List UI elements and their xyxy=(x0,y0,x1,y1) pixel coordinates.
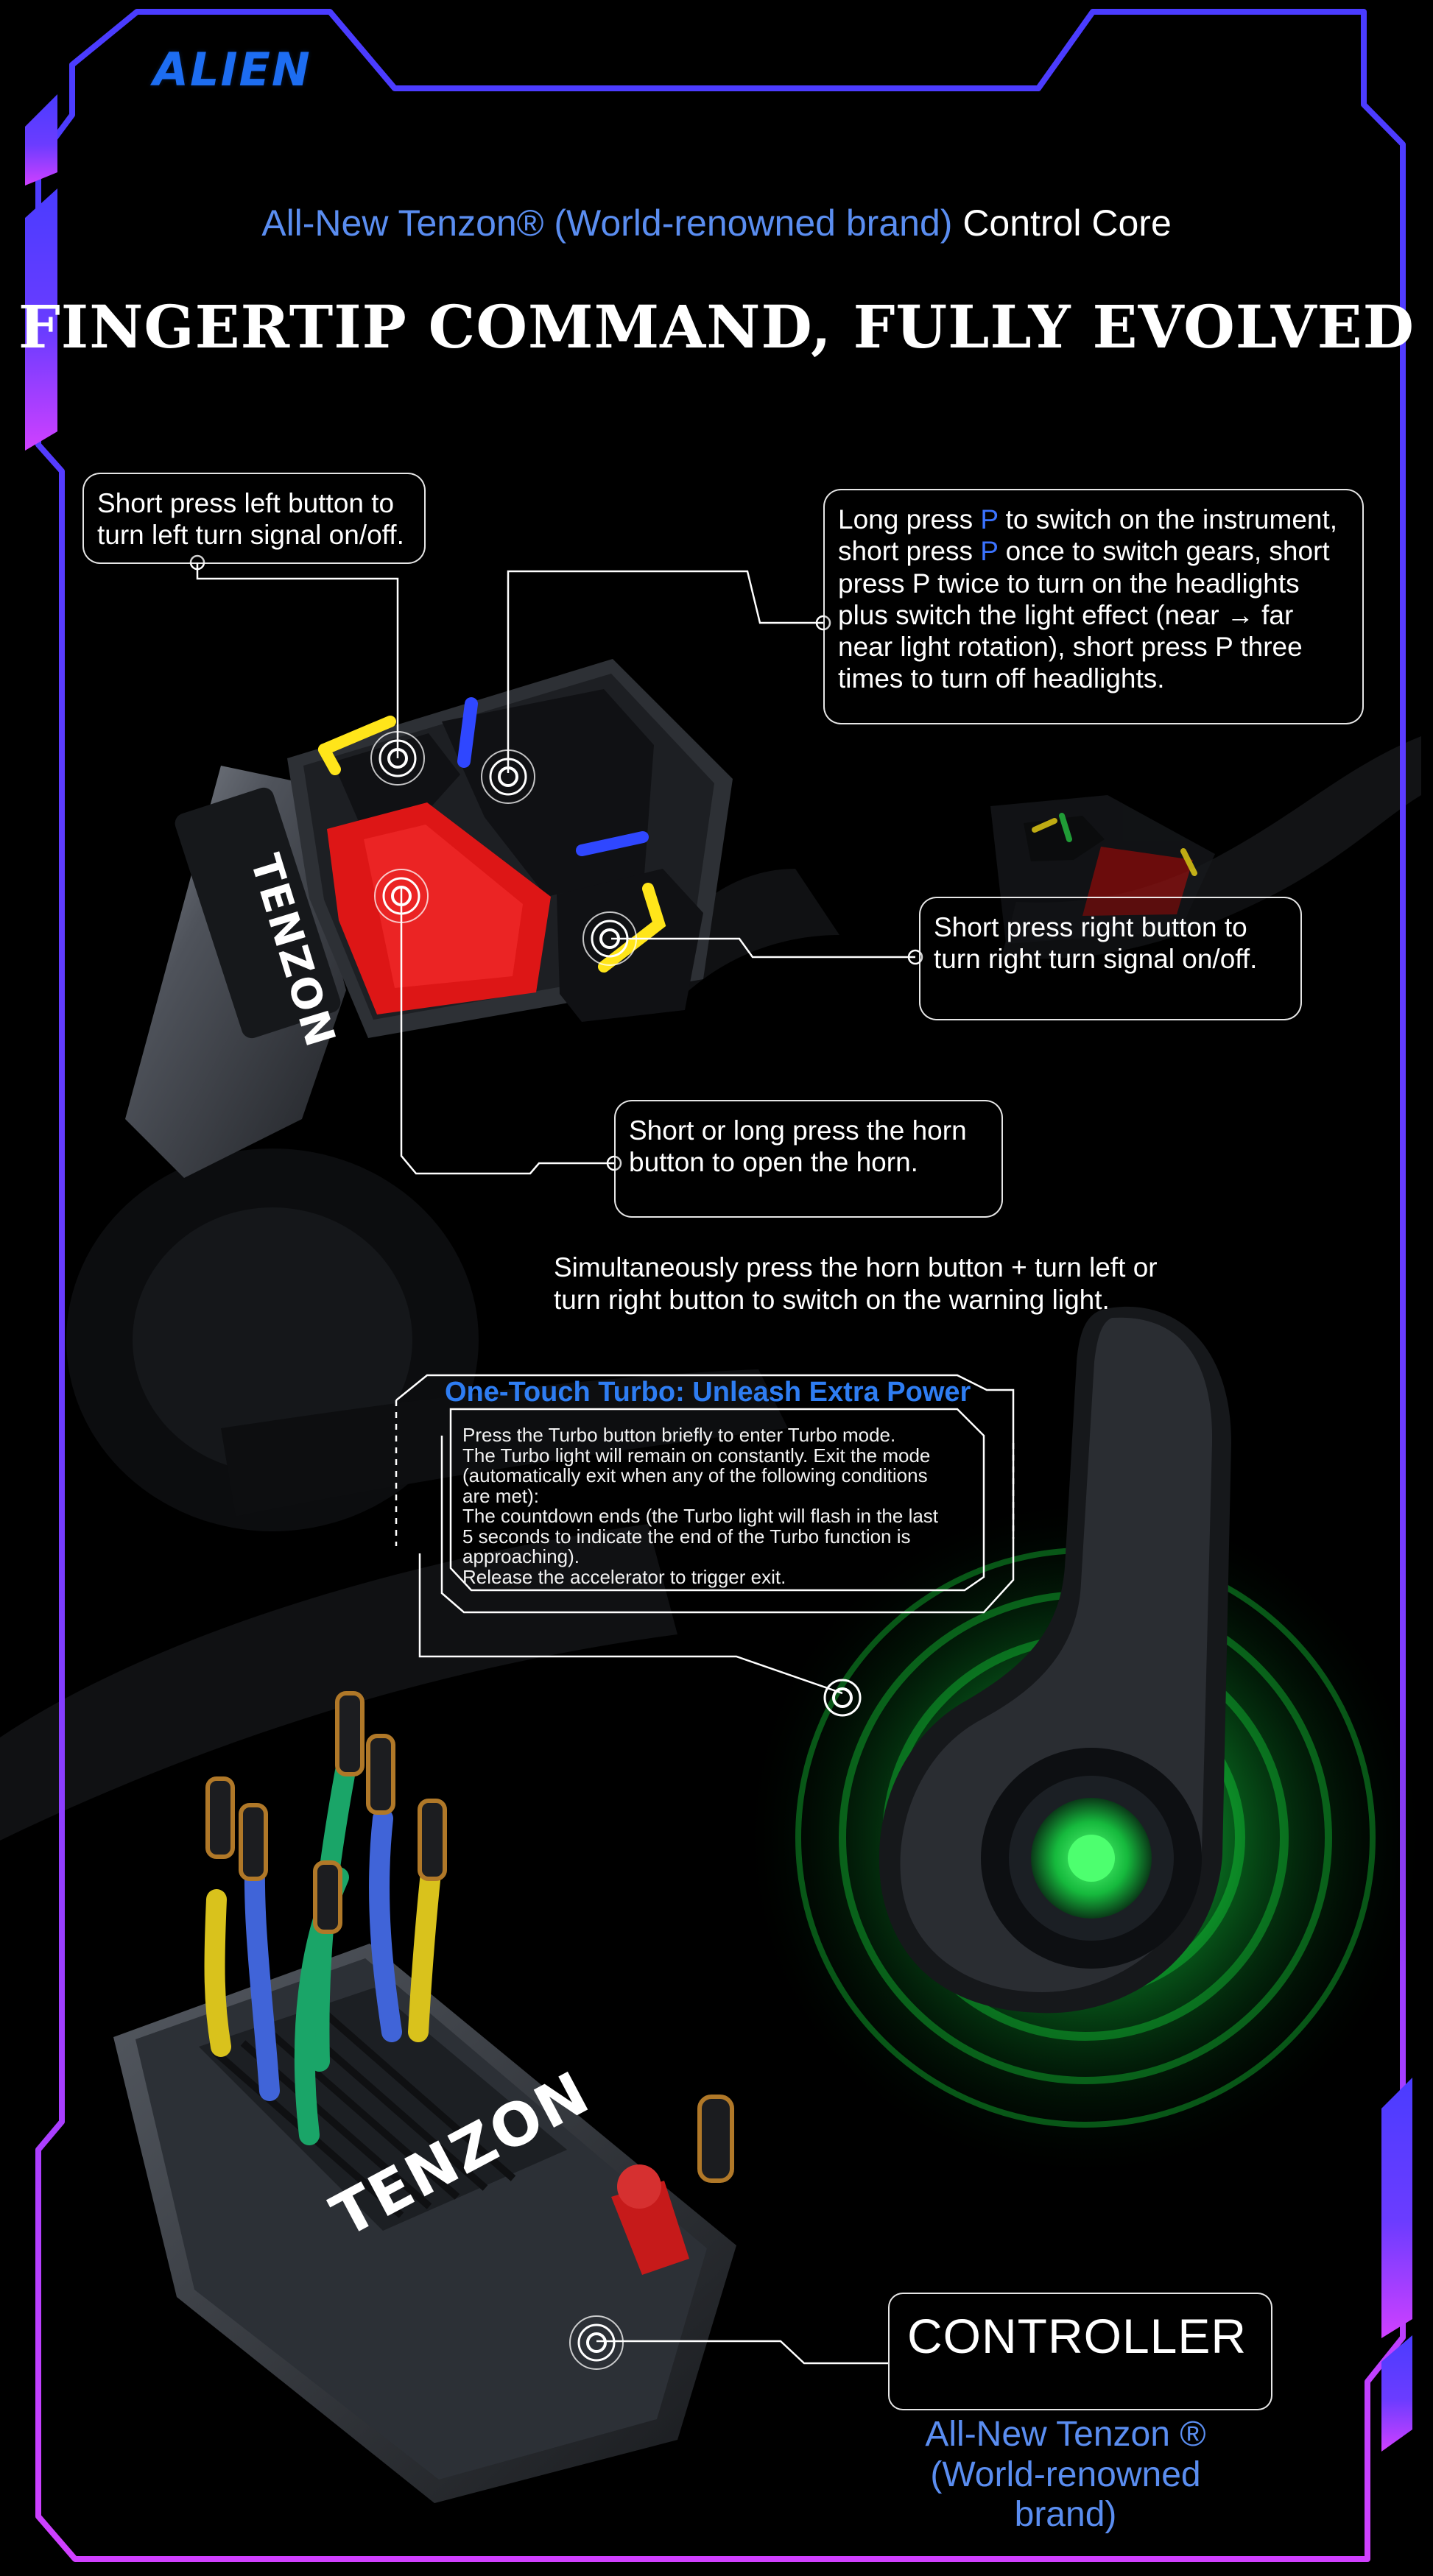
warning-light-text: Simultaneously press the horn button + t… xyxy=(554,1252,1158,1315)
turbo-description: Press the Turbo button briefly to enter … xyxy=(462,1425,941,1587)
right-button-callout: Short press right button to turn right t… xyxy=(919,897,1302,1020)
turbo-line: The Turbo light will remain on constantl… xyxy=(462,1444,931,1507)
tap-target-icon xyxy=(582,911,637,966)
tap-target-icon xyxy=(481,749,535,804)
p-text-1: Long press xyxy=(838,504,981,534)
tap-target-icon xyxy=(370,731,425,786)
connector-lines xyxy=(189,554,923,2365)
p-key-1: P xyxy=(980,504,999,534)
tap-target-icons xyxy=(370,731,862,2370)
controller-callout xyxy=(888,2293,1272,2410)
horn-button-callout: Short or long press the horn button to o… xyxy=(614,1100,1003,1218)
brand-logo: ALIEN xyxy=(153,43,311,96)
left-button-text: Short press left button to turn left tur… xyxy=(97,488,404,551)
small-pod-image xyxy=(990,795,1215,944)
subtitle-brand: All-New Tenzon® (World-renowned brand) xyxy=(261,202,953,244)
page-subtitle: All-New Tenzon® (World-renowned brand) C… xyxy=(0,203,1433,244)
controller-sub-line-2: (World-renowned brand) xyxy=(930,2455,1201,2535)
frame-accents xyxy=(25,94,1412,2452)
p-text-3: once to switch gears, short press P twic… xyxy=(838,536,1330,694)
p-key-2: P xyxy=(980,536,999,567)
control-pod-image: TENZON xyxy=(125,659,733,1178)
turbo-line: The countdown ends (the Turbo light will… xyxy=(462,1505,939,1568)
turbo-line: Release the accelerator to trigger exit. xyxy=(462,1565,786,1588)
p-text-2: to switch on the instrument, short press xyxy=(838,504,1338,567)
controller-subtitle: All-New Tenzon ® (World-renowned brand) xyxy=(897,2415,1234,2536)
turbo-line: Press the Turbo button briefly to enter … xyxy=(462,1424,896,1446)
turbo-throttle-image xyxy=(739,1306,1432,2184)
turbo-frame xyxy=(395,1374,1015,1614)
subtitle-core: Control Core xyxy=(962,202,1172,244)
p-button-callout: Long press P to switch on the instrument… xyxy=(823,489,1364,724)
controller-sub-line-1: All-New Tenzon ® xyxy=(925,2415,1206,2454)
left-button-callout: Short press left button to turn left tur… xyxy=(82,473,426,564)
tap-target-icon xyxy=(374,869,429,923)
tap-target-icon xyxy=(569,2315,624,2370)
horn-button-text: Short or long press the horn button to o… xyxy=(629,1115,967,1178)
turbo-title: One-Touch Turbo: Unleash Extra Power xyxy=(445,1377,971,1408)
controller-label: CONTROLLER xyxy=(907,2309,1247,2363)
tap-target-icon xyxy=(823,1679,862,1717)
right-button-text: Short press right button to turn right t… xyxy=(934,912,1258,975)
page-title: FINGERTIP COMMAND, FULLY EVOLVED xyxy=(18,292,1415,361)
